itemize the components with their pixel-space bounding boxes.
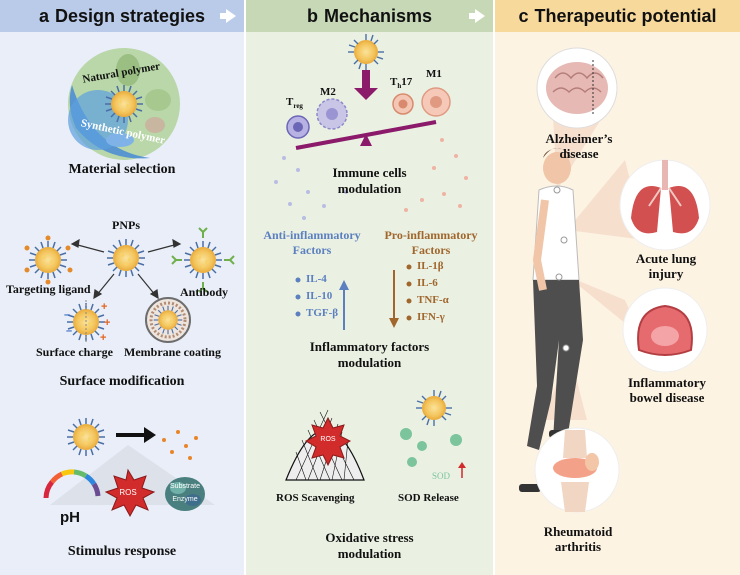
panel-c-title: Therapeutic potential bbox=[534, 6, 717, 26]
svg-text:+: + bbox=[101, 301, 107, 313]
stimulus-response-diagram bbox=[43, 417, 215, 518]
svg-text:–: – bbox=[64, 309, 70, 321]
panel-b-illustration bbox=[274, 33, 468, 481]
pro-factor-il6: IL-6 bbox=[417, 277, 438, 289]
oxidative-stress-diagram bbox=[285, 389, 466, 481]
svg-text:+: + bbox=[100, 332, 106, 344]
material-venn bbox=[68, 48, 180, 160]
membrane-coating-label: Membrane coating bbox=[124, 345, 221, 359]
enzyme-icon bbox=[165, 477, 205, 511]
panel-b-title: Mechanisms bbox=[323, 6, 433, 26]
ros-scavenging-label: ROS Scavenging bbox=[276, 492, 355, 504]
panel-a-title: Design strategies bbox=[54, 6, 206, 26]
panel-c-illustration bbox=[519, 47, 711, 513]
factor-arrows bbox=[295, 264, 412, 330]
brain-icon bbox=[536, 47, 618, 129]
ros-burst-icon bbox=[304, 416, 352, 467]
anti-factor-tgfb: TGF-β bbox=[306, 307, 339, 319]
pro-factor-tnfa: TNF-α bbox=[417, 294, 449, 306]
ros-label-b: ROS bbox=[320, 436, 336, 443]
panel-c-letter: c bbox=[518, 6, 529, 26]
m2-label: M2 bbox=[320, 86, 336, 98]
intestine-icon bbox=[622, 287, 708, 373]
material-selection-label: Material selection bbox=[68, 162, 176, 177]
enzyme-label: Enzyme bbox=[172, 496, 198, 503]
ros-burst-icon bbox=[104, 468, 156, 518]
pnp-center bbox=[106, 238, 146, 278]
anti-factor-il10: IL-10 bbox=[306, 290, 333, 302]
pro-factor-il1b: IL-1β bbox=[417, 260, 444, 272]
human-figure bbox=[519, 148, 583, 492]
anti-factor-il4: IL-4 bbox=[306, 273, 327, 285]
immune-balance-diagram bbox=[274, 33, 468, 220]
surface-modification-diagram: + + + – – bbox=[24, 227, 235, 344]
targeting-ligand-label: Targeting ligand bbox=[6, 282, 91, 296]
ros-label-a: ROS bbox=[119, 488, 137, 497]
m1-label: M1 bbox=[426, 68, 442, 80]
pro-factor-ifng: IFN-γ bbox=[417, 311, 445, 323]
substrate-label: Substrate bbox=[170, 483, 200, 490]
panel-a-illustration: + + + – – bbox=[24, 48, 235, 518]
surface-modification-label: Surface modification bbox=[59, 374, 185, 389]
th17-label: Th17 bbox=[390, 76, 413, 91]
knee-joint-icon bbox=[534, 427, 620, 513]
stimulus-response-label: Stimulus response bbox=[67, 544, 177, 559]
svg-text:–: – bbox=[66, 325, 72, 337]
sod-release-label: SOD Release bbox=[398, 492, 459, 504]
arrow-right-icon bbox=[469, 9, 485, 23]
svg-text:+: + bbox=[104, 317, 110, 329]
arrow-right-icon bbox=[220, 9, 236, 23]
ph-label: pH bbox=[60, 509, 80, 526]
sod-label: SOD bbox=[432, 471, 451, 481]
treg-label: Treg bbox=[286, 96, 303, 111]
panel-b-letter: b bbox=[306, 6, 318, 26]
surface-charge-label: Surface charge bbox=[36, 345, 113, 359]
lungs-icon bbox=[619, 159, 711, 251]
pnps-label: PNPs bbox=[112, 218, 140, 232]
ph-scale-icon bbox=[43, 469, 101, 499]
panel-a-letter: a bbox=[38, 6, 49, 26]
antibody-label: Antibody bbox=[180, 285, 229, 299]
